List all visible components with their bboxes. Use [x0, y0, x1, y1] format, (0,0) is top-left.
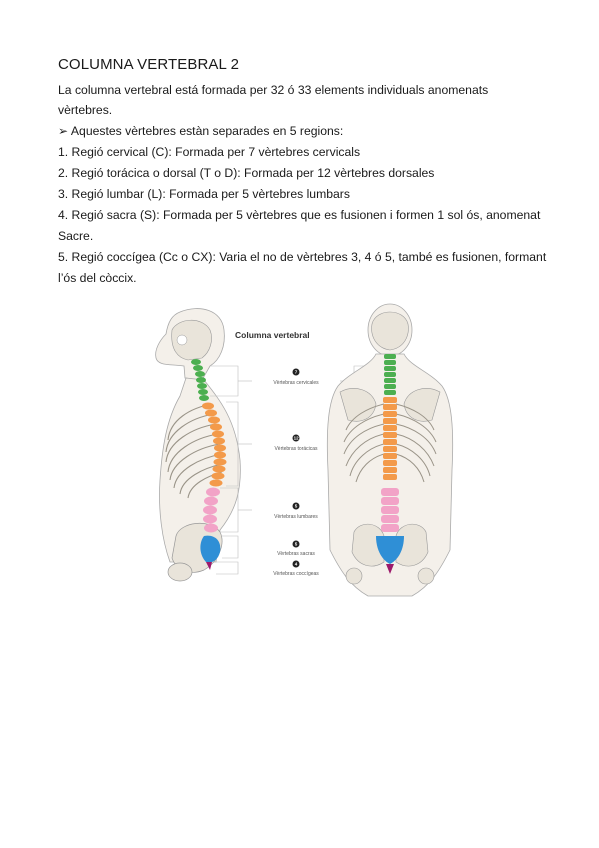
list-item-cervical: 1. Regió cervical (C): Formada per 7 vèr…: [58, 145, 361, 159]
thoracic-count: 12: [294, 436, 300, 441]
coccygeal-count-badge: [292, 560, 300, 568]
intro-line-2: vèrtebres.: [58, 103, 113, 117]
coccygeal-count: 4: [295, 562, 298, 567]
page-title: COLUMNA VERTEBRAL 2: [58, 56, 240, 73]
thoracic-label: Vèrtebras torácicas: [274, 446, 318, 452]
sacral-count-badge: [292, 540, 300, 548]
coccygeal-label: Vèrtebras coccígeas: [273, 571, 319, 577]
lumbar-label: Vèrtebras lumbares: [274, 514, 318, 520]
list-item-coccygeal: 5. Regió coccígea (Cc o CX): Varia el no…: [58, 250, 547, 264]
lumbar-count-badge: [292, 502, 300, 510]
region-labels: 7 Vèrtebras cervicales 12 Vèrtebras torá…: [273, 368, 319, 577]
list-item-sacral: 4. Regió sacra (S): Formada per 5 vèrteb…: [58, 208, 541, 222]
lumbar-count: 5: [295, 504, 298, 509]
lateral-view-figure: [155, 308, 241, 582]
spine-figure: Columna vertebral: [140, 300, 460, 610]
cervical-count-badge: [292, 368, 300, 376]
list-item-sacral-cont: Sacre.: [58, 229, 94, 243]
cervical-label: Vèrtebras cervicales: [273, 380, 319, 386]
posterior-view-figure: [326, 303, 454, 597]
cervical-count: 7: [295, 370, 298, 375]
list-item-lumbar: 3. Regió lumbar (L): Formada per 5 vèrte…: [58, 187, 350, 201]
figure-title: Columna vertebral: [235, 330, 310, 340]
spine-illustration: Columna vertebral: [155, 303, 454, 597]
sacral-label: Vèrtebras sacras: [277, 551, 315, 557]
regions-intro: ➢ Aquestes vèrtebres estàn separades en …: [58, 124, 344, 138]
list-item-thoracic: 2. Regió torácica o dorsal (T o D): Form…: [58, 166, 435, 180]
thoracic-count-badge: [292, 434, 300, 442]
sacral-count: 5: [295, 542, 298, 547]
intro-line-1: La columna vertebral está formada per 32…: [58, 83, 489, 97]
list-item-coccygeal-cont: l’ós del còccix.: [58, 271, 137, 285]
